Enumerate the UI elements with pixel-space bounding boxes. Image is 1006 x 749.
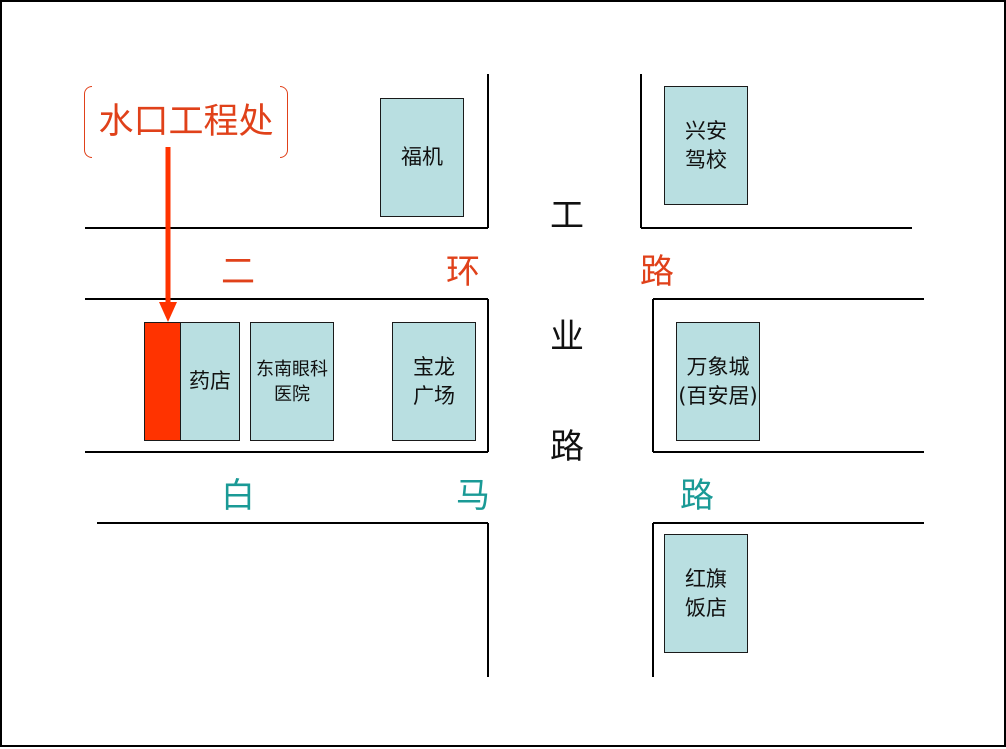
building-fuji-label: 福机 [401, 145, 443, 169]
building-fuji: 福机 [380, 98, 464, 217]
building-wanxiang-city: 万象城 (百安居) [676, 322, 760, 441]
building-baolong-label: 宝龙 广场 [413, 354, 455, 408]
road-erhuan-char-2: 环 [446, 252, 480, 292]
road-baima-char-3: 路 [680, 476, 714, 516]
road-erhuan-char-1: 二 [221, 252, 255, 292]
building-dongnan-eye-hospital: 东南眼科 医院 [250, 322, 334, 441]
target-callout: 水口工程处 [84, 86, 288, 158]
building-xingan-label: 兴安 驾校 [685, 118, 727, 172]
building-pharmacy-label: 药店 [189, 369, 231, 393]
building-pharmacy: 药店 [180, 322, 240, 441]
building-dongnan-label: 东南眼科 医院 [256, 358, 328, 405]
target-marker [144, 322, 181, 441]
road-baima-char-2: 马 [456, 476, 490, 516]
building-hongqi-label: 红旗 饭店 [685, 566, 727, 620]
callout-label: 水口工程处 [98, 102, 274, 142]
road-gongye-char-1: 工 [550, 196, 584, 236]
building-baolong-plaza: 宝龙 广场 [392, 322, 476, 441]
road-gongye-char-2: 业 [550, 317, 584, 357]
road-erhuan-char-3: 路 [640, 252, 674, 292]
road-baima-char-1: 白 [221, 476, 255, 516]
building-xingan-driving-school: 兴安 驾校 [664, 86, 748, 205]
building-wanxiang-label: 万象城 (百安居) [678, 354, 758, 408]
road-gongye-char-3: 路 [550, 427, 584, 467]
building-hongqi-restaurant: 红旗 饭店 [664, 534, 748, 653]
